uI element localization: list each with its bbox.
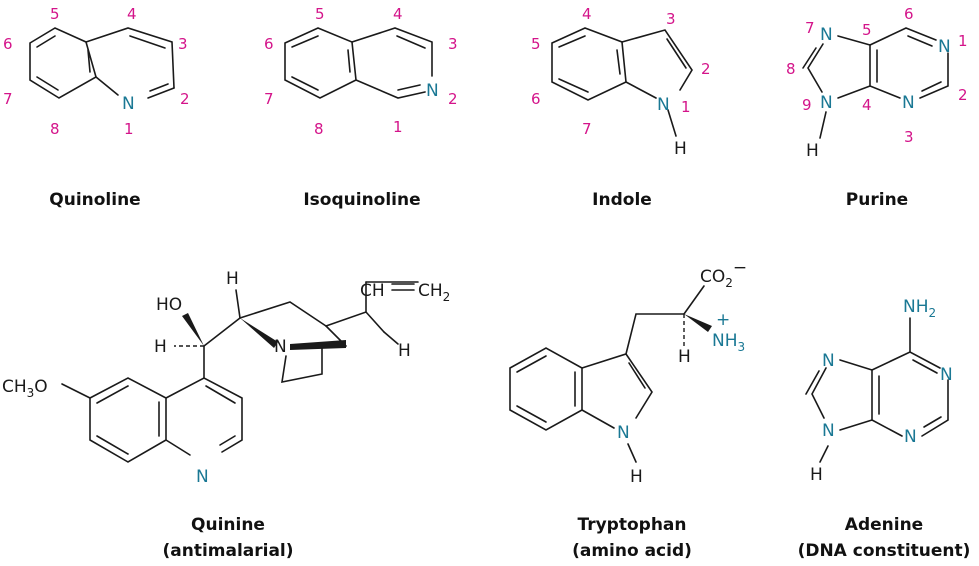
quinoline-num-4: 4 bbox=[127, 5, 137, 23]
indole-num-1: 1 bbox=[681, 98, 691, 116]
adenine-n9-atom: N bbox=[822, 421, 835, 441]
quinoline-label: Quinoline bbox=[49, 190, 140, 210]
quinoline-num-6: 6 bbox=[3, 35, 13, 53]
indole-num-7: 7 bbox=[582, 120, 592, 138]
quinoline-num-5: 5 bbox=[50, 5, 60, 23]
quinoline-num-1: 1 bbox=[124, 120, 134, 138]
purine-num-8: 8 bbox=[786, 60, 796, 78]
purine-num-6: 6 bbox=[904, 5, 914, 23]
quinine-structure: CH3O N HO H H CH CH2 H N bbox=[2, 269, 450, 487]
adenine-n3-atom: N bbox=[904, 427, 917, 447]
indole-num-3: 3 bbox=[666, 10, 676, 28]
indole-label: Indole bbox=[592, 190, 652, 210]
quinine-label: Quinine bbox=[191, 515, 265, 535]
tryptophan-h-alpha: H bbox=[678, 347, 691, 367]
adenine-n1-atom: N bbox=[940, 365, 953, 385]
quinine-h-left: H bbox=[154, 337, 167, 357]
isoquinoline-num-4: 4 bbox=[393, 5, 403, 23]
tryptophan-structure: N H CO2− H NH3 + bbox=[509, 258, 747, 487]
indole-num-5: 5 bbox=[531, 35, 541, 53]
quinoline-structure: N 1 2 3 4 5 6 7 8 bbox=[3, 5, 190, 138]
isoquinoline-structure: N 1 2 3 4 5 6 7 8 bbox=[264, 5, 458, 138]
purine-n9-atom: N bbox=[820, 93, 833, 113]
isoquinoline-num-2: 2 bbox=[448, 90, 458, 108]
isoquinoline-label: Isoquinoline bbox=[303, 190, 420, 210]
adenine-sublabel: (DNA constituent) bbox=[798, 541, 971, 561]
purine-num-5: 5 bbox=[862, 21, 872, 39]
isoquinoline-num-6: 6 bbox=[264, 35, 274, 53]
adenine-n7-atom: N bbox=[822, 351, 835, 371]
purine-num-3: 3 bbox=[904, 128, 914, 146]
quinine-ho: HO bbox=[156, 295, 182, 315]
tryptophan-co2: CO2− bbox=[700, 258, 747, 290]
indole-num-2: 2 bbox=[701, 60, 711, 78]
indole-structure: N H 1 2 3 4 5 6 7 bbox=[531, 5, 711, 159]
tryptophan-h-atom: H bbox=[630, 467, 643, 487]
quinoline-num-2: 2 bbox=[180, 90, 190, 108]
purine-label: Purine bbox=[846, 190, 908, 210]
quinine-ring-n-atom: N bbox=[196, 467, 209, 487]
purine-num-7: 7 bbox=[805, 19, 815, 37]
indole-n-atom: N bbox=[657, 95, 670, 115]
tryptophan-n-atom: N bbox=[617, 423, 630, 443]
quinine-h-top: H bbox=[226, 269, 239, 289]
purine-n1-atom: N bbox=[938, 37, 951, 57]
tryptophan-sublabel: (amino acid) bbox=[572, 541, 692, 561]
indole-num-6: 6 bbox=[531, 90, 541, 108]
tryptophan-nh3-charge: + bbox=[716, 310, 730, 330]
quinoline-num-3: 3 bbox=[178, 35, 188, 53]
isoquinoline-num-8: 8 bbox=[314, 120, 324, 138]
indole-num-4: 4 bbox=[582, 5, 592, 23]
purine-n7-atom: N bbox=[820, 25, 833, 45]
isoquinoline-n-atom: N bbox=[426, 81, 439, 101]
quinine-h-right: H bbox=[398, 341, 411, 361]
tryptophan-nh3: NH3 bbox=[712, 331, 745, 354]
isoquinoline-num-3: 3 bbox=[448, 35, 458, 53]
purine-h-atom: H bbox=[806, 141, 819, 161]
purine-num-1: 1 bbox=[958, 32, 968, 50]
adenine-h-atom: H bbox=[810, 465, 823, 485]
purine-num-4: 4 bbox=[862, 96, 872, 114]
purine-n3-atom: N bbox=[902, 93, 915, 113]
adenine-nh2: NH2 bbox=[903, 297, 936, 320]
quinoline-num-8: 8 bbox=[50, 120, 60, 138]
quinoline-num-7: 7 bbox=[3, 90, 13, 108]
indole-h-atom: H bbox=[674, 139, 687, 159]
quinoline-n-atom: N bbox=[122, 94, 135, 114]
adenine-label: Adenine bbox=[845, 515, 923, 535]
isoquinoline-num-1: 1 bbox=[393, 118, 403, 136]
isoquinoline-num-7: 7 bbox=[264, 90, 274, 108]
tryptophan-label: Tryptophan bbox=[577, 515, 686, 535]
purine-structure: N N N N H 1 2 3 4 5 6 7 8 9 bbox=[786, 5, 968, 161]
quinine-bridge-n: N bbox=[274, 337, 287, 357]
quinine-vinyl-ch2: CH2 bbox=[418, 281, 450, 304]
purine-num-9: 9 bbox=[802, 96, 812, 114]
purine-num-2: 2 bbox=[958, 86, 968, 104]
quinine-methoxy-ch: CH3O bbox=[2, 377, 48, 400]
quinine-vinyl: CH bbox=[360, 281, 385, 301]
adenine-structure: NH2 N N N N H bbox=[805, 297, 953, 485]
quinine-sublabel: (antimalarial) bbox=[162, 541, 293, 561]
isoquinoline-num-5: 5 bbox=[315, 5, 325, 23]
